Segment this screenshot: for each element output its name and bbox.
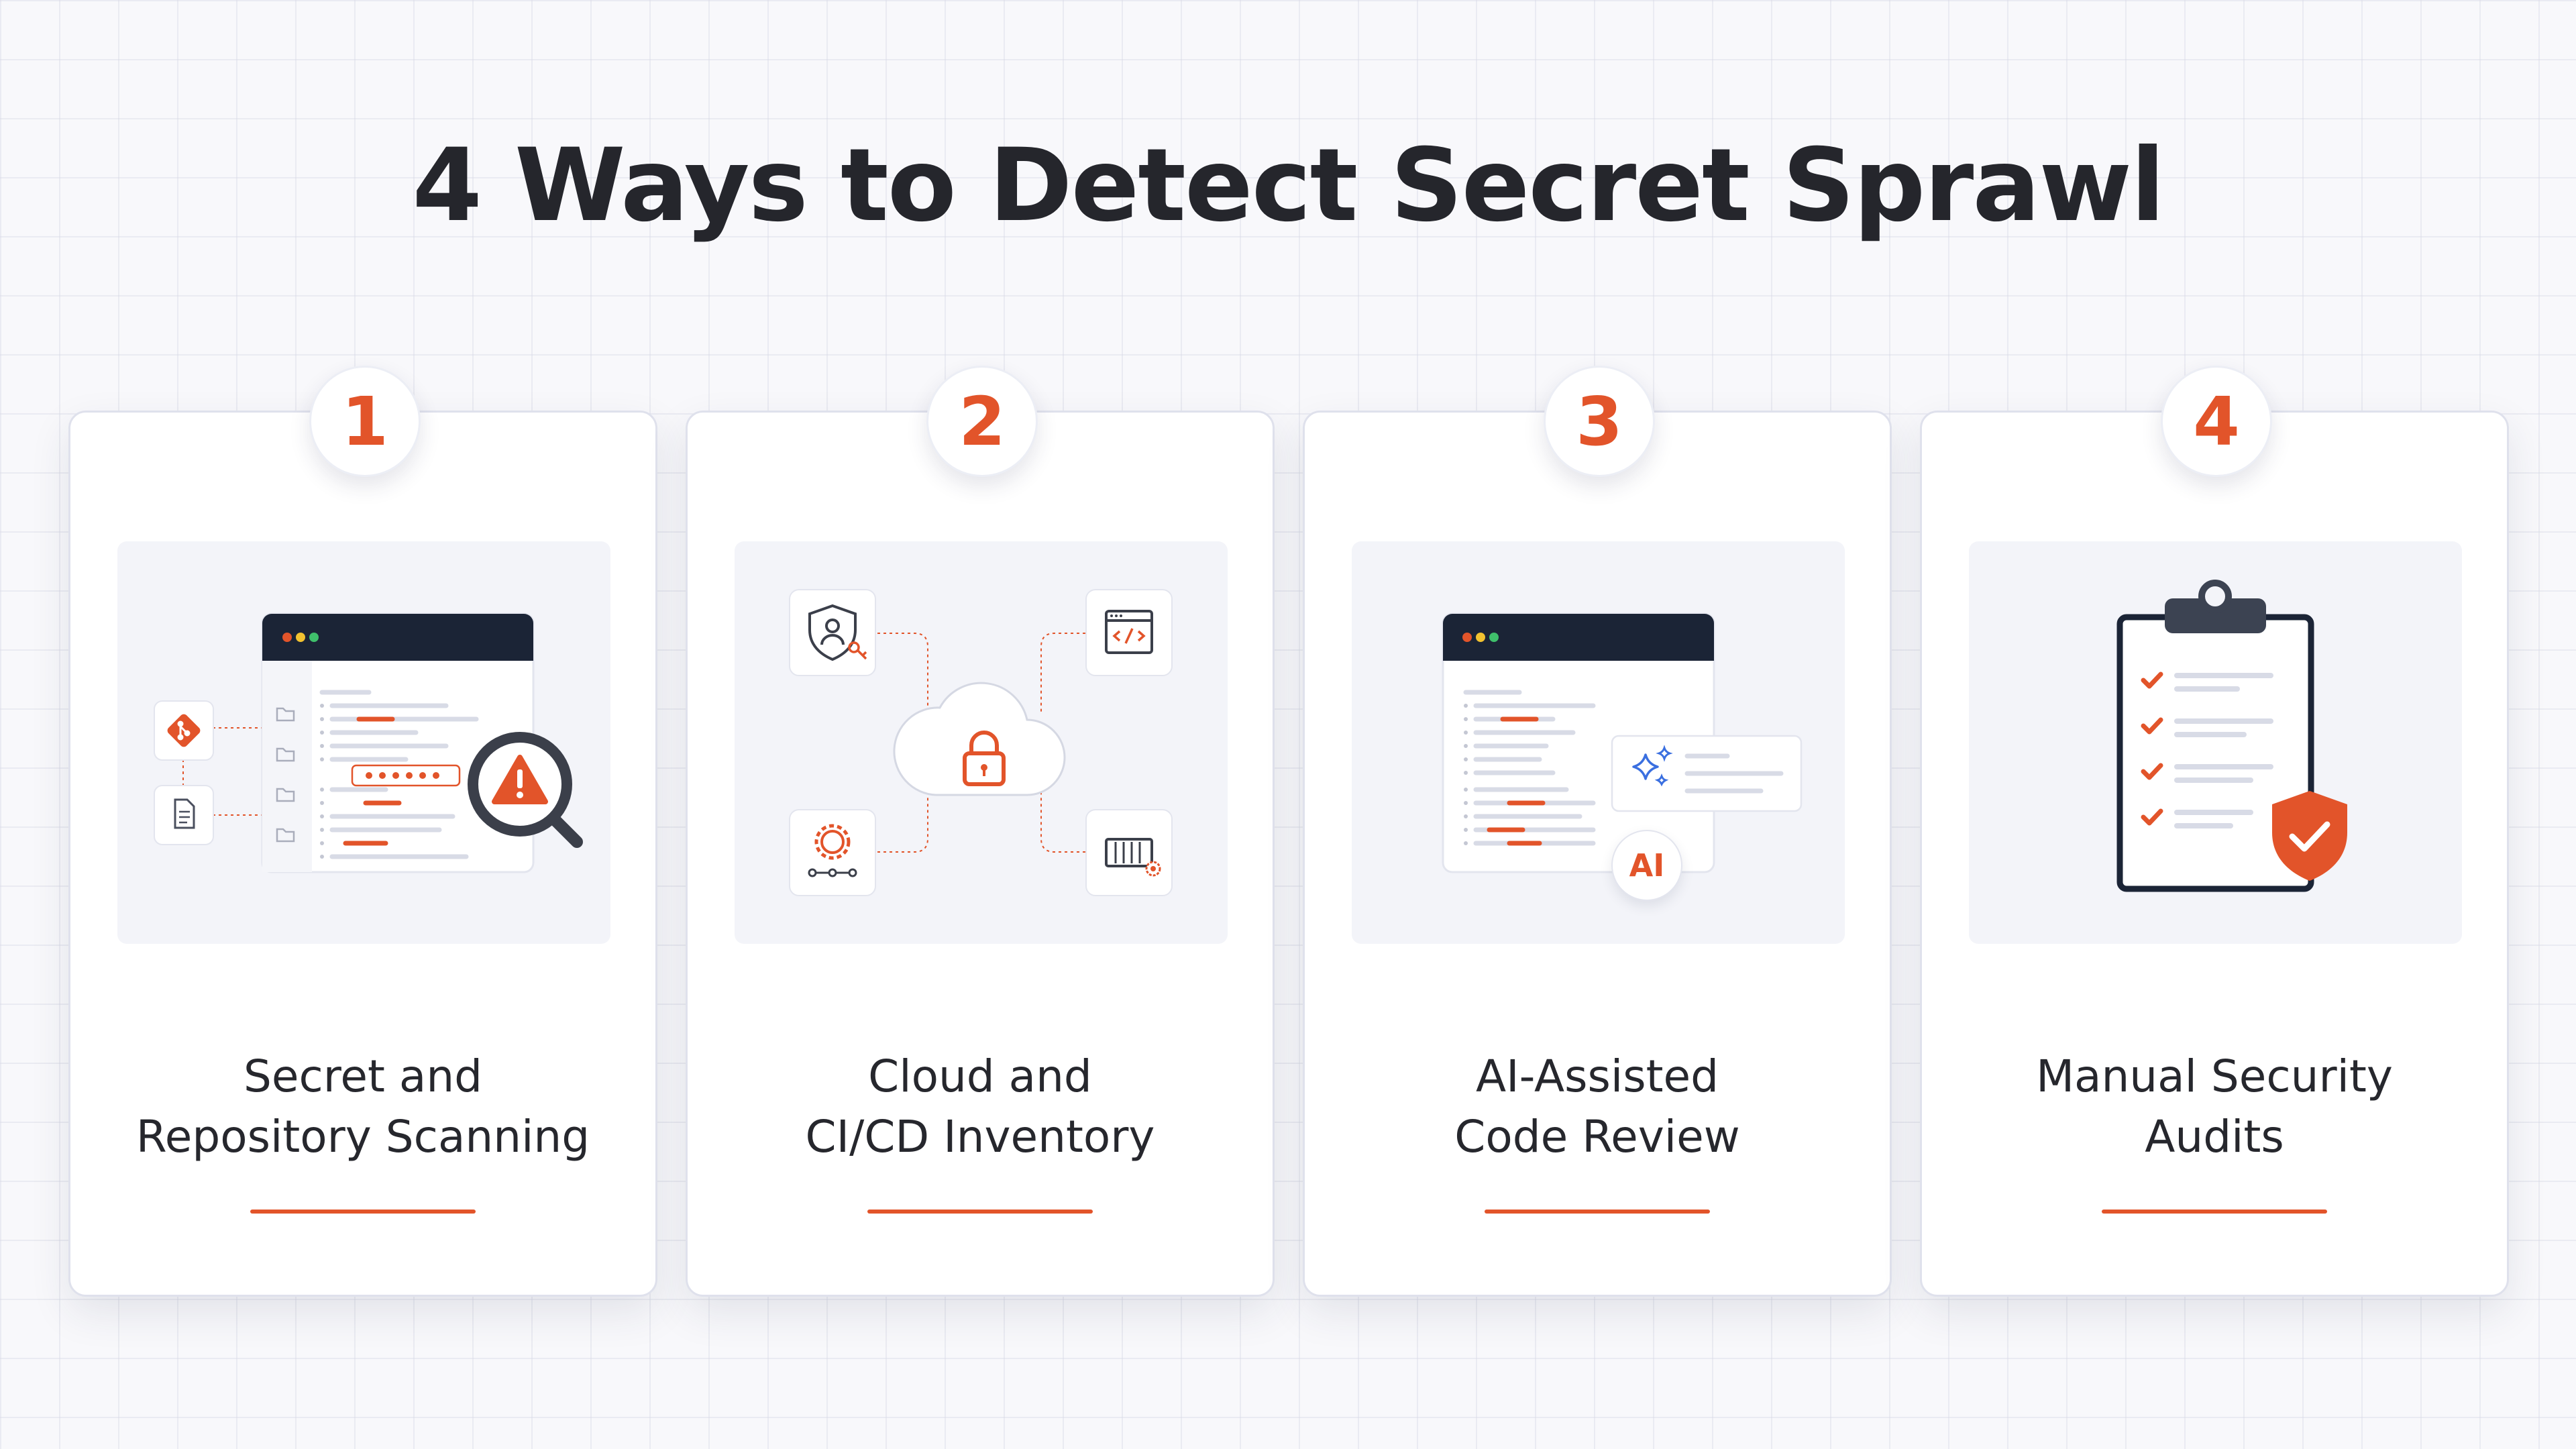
card-label-line: CI/CD Inventory — [805, 1111, 1155, 1163]
shield-user-key-icon — [789, 589, 876, 676]
card-label-line: AI-Assisted — [1475, 1051, 1719, 1102]
accent-divider — [250, 1210, 476, 1214]
card-label: AI-Assisted Code Review — [1305, 1046, 1890, 1167]
step-number-badge: 3 — [1544, 366, 1655, 477]
accent-divider — [867, 1210, 1093, 1214]
card-manual-security-audits: 4 — [1920, 366, 2509, 1297]
ai-badge-icon: AI — [1611, 830, 1682, 901]
illustration-cloud-inventory — [735, 541, 1228, 944]
step-number-badge: 2 — [926, 366, 1038, 477]
browser-window-icon — [261, 612, 535, 873]
clipboard-icon — [2116, 580, 2314, 892]
sparkle-icon — [1611, 735, 1803, 812]
page-title: 4 Ways to Detect Secret Sprawl — [412, 127, 2165, 244]
cloud-lock-icon — [893, 682, 1066, 796]
accent-divider — [2102, 1210, 2327, 1214]
container-gear-icon — [1085, 809, 1173, 896]
document-icon — [154, 785, 214, 845]
card-label: Secret and Repository Scanning — [70, 1046, 655, 1167]
illustration-security-audit — [1969, 541, 2462, 944]
card-label-line: Repository Scanning — [136, 1111, 590, 1163]
card-label-line: Code Review — [1454, 1111, 1740, 1163]
card-cloud-cicd-inventory: 2 — [686, 366, 1275, 1297]
step-number-badge: 1 — [309, 366, 421, 477]
card-label-line: Cloud and — [868, 1051, 1092, 1102]
card-label: Manual Security Audits — [1922, 1046, 2507, 1167]
accent-divider — [1485, 1210, 1710, 1214]
code-window-icon — [1085, 589, 1173, 676]
card-label-line: Manual Security — [2036, 1051, 2393, 1102]
card-secret-repository-scanning: 1 — [68, 366, 657, 1297]
checkmark-icon — [2141, 672, 2163, 826]
illustration-ai-code-review: AI — [1352, 541, 1845, 944]
card-label-line: Secret and — [243, 1051, 483, 1102]
folder-icon — [276, 707, 295, 843]
ai-badge-text: AI — [1629, 847, 1665, 883]
card-ai-assisted-code-review: 3 — [1303, 366, 1892, 1297]
password-field-icon — [351, 764, 461, 787]
card-label-line: Audits — [2145, 1111, 2284, 1163]
shield-check-icon — [2272, 791, 2347, 881]
step-number-badge: 4 — [2161, 366, 2272, 477]
illustration-repository-scanning — [117, 541, 610, 944]
git-icon — [154, 700, 214, 761]
card-label: Cloud and CI/CD Inventory — [688, 1046, 1273, 1167]
gear-pipeline-icon — [789, 809, 876, 896]
warning-icon — [492, 755, 548, 804]
